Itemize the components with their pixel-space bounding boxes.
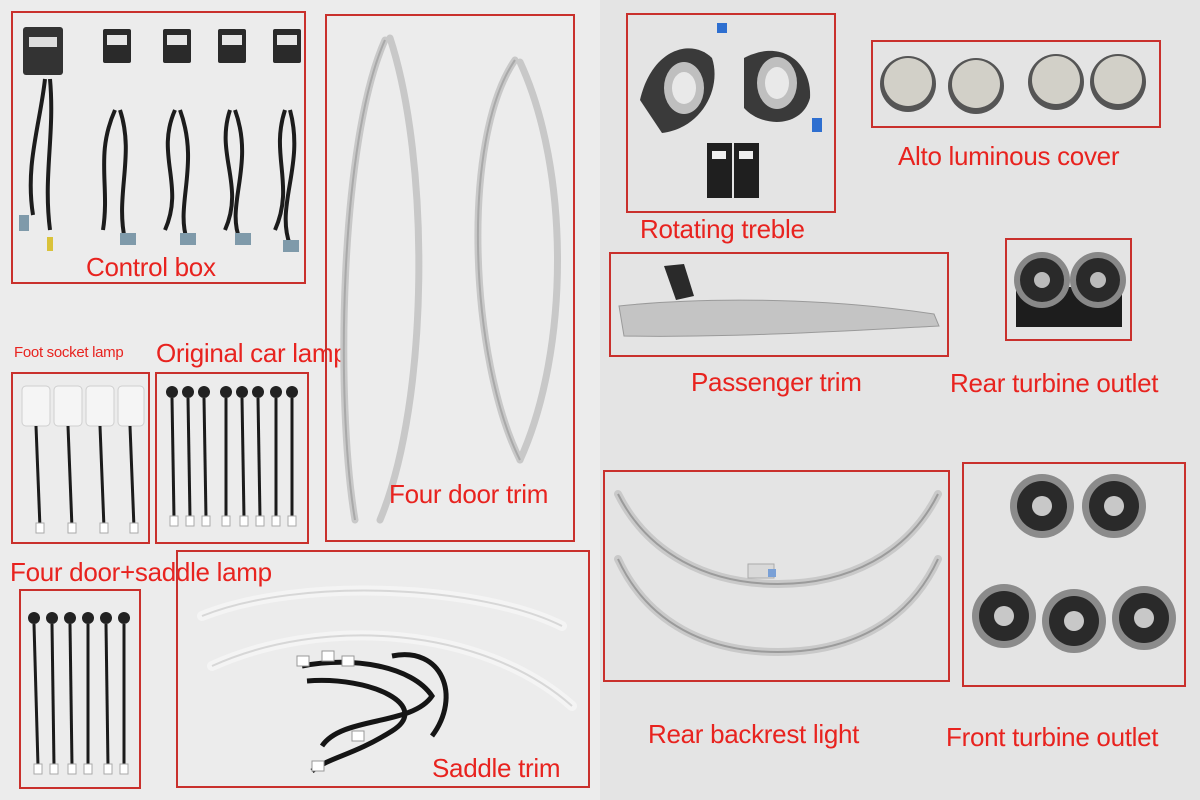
rear-backrest-light-label: Rear backrest light <box>648 719 860 749</box>
four-door-trim-label: Four door trim <box>389 479 549 509</box>
control-box-parts-icon <box>19 27 301 252</box>
foot-socket-lamp-icon <box>21 385 145 534</box>
original-car-lamp-label: Original car lamp <box>156 338 348 368</box>
saddle-trim-icon <box>197 585 577 774</box>
passenger-trim-label: Passenger trim <box>691 367 862 397</box>
four-door-trim-icon <box>340 34 561 524</box>
front-turbine-outlet-frame <box>962 462 1186 687</box>
original-car-lamp-icon <box>166 386 298 527</box>
foot-socket-lamp-frame <box>11 372 150 544</box>
rotating-treble-frame <box>626 13 836 213</box>
control-box-label: Control box <box>86 252 216 282</box>
passenger-trim-frame <box>609 252 949 357</box>
control-box-frame <box>11 11 306 284</box>
four-door-trim-frame <box>325 14 575 542</box>
rear-turbine-outlet-vent-icon <box>1014 252 1126 327</box>
front-turbine-outlet-label: Front turbine outlet <box>946 722 1159 752</box>
rear-turbine-outlet-label: Rear turbine outlet <box>950 368 1159 398</box>
passenger-trim-icon <box>618 264 940 337</box>
alto-luminous-cover-frame <box>871 40 1161 128</box>
four-door-saddle-lamp-icon <box>28 612 130 775</box>
saddle-trim-label: Saddle trim <box>432 753 561 783</box>
saddle-trim-frame <box>176 550 590 788</box>
original-car-lamp-frame <box>155 372 309 544</box>
four-door-saddle-lamp-frame <box>19 589 141 789</box>
rear-backrest-light-icon <box>614 490 942 657</box>
rotating-treble-speaker-icon <box>640 23 822 198</box>
foot-socket-lamp-label: Foot socket lamp <box>14 344 124 361</box>
front-turbine-outlet-vent-icon <box>972 474 1176 653</box>
rear-turbine-outlet-frame <box>1005 238 1132 341</box>
four-door-saddle-lamp-label: Four door+saddle lamp <box>10 557 272 587</box>
rear-backrest-light-frame <box>603 470 950 682</box>
right-panel-background <box>600 0 1200 800</box>
alto-luminous-cover-label: Alto luminous cover <box>898 141 1120 171</box>
alto-luminous-cover-icon <box>880 54 1146 114</box>
rotating-treble-label: Rotating treble <box>640 214 805 244</box>
